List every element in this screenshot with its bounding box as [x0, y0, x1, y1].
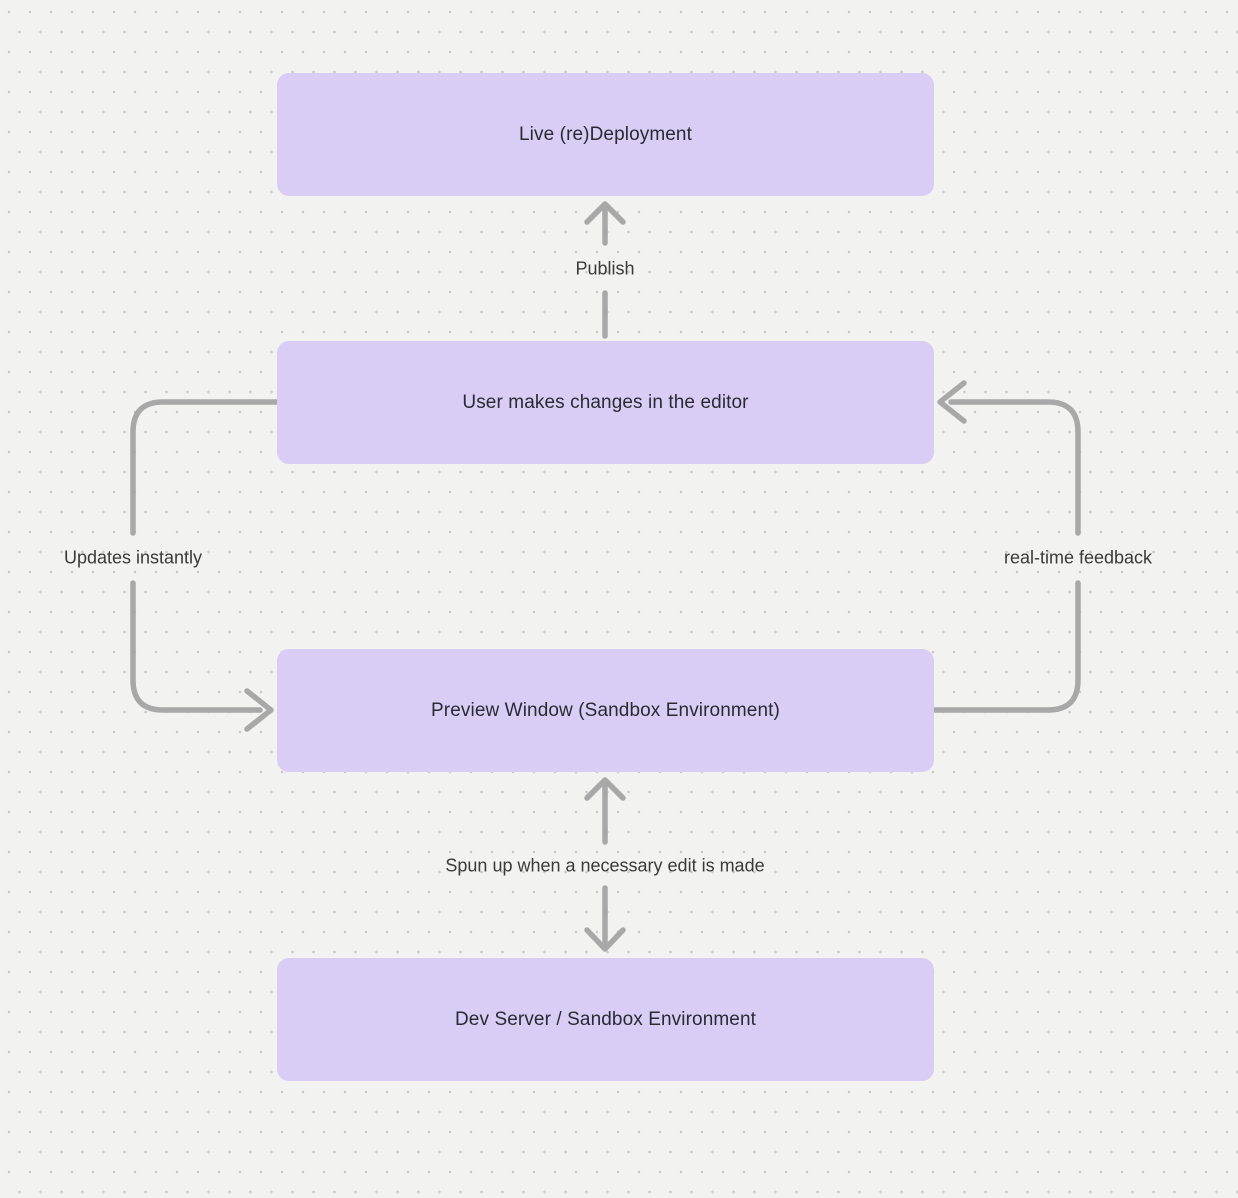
arrow-head-down-icon: [584, 927, 626, 952]
arrow-head-up-icon: [584, 201, 626, 225]
edge-label-publish[interactable]: Publish: [575, 258, 635, 279]
node-label: Dev Server / Sandbox Environment: [454, 1008, 756, 1030]
connector-spun-up[interactable]: [584, 777, 626, 952]
node-preview-window[interactable]: Preview Window (Sandbox Environment): [277, 649, 934, 772]
edge-label-spun-up[interactable]: Spun up when a necessary edit is made: [445, 855, 765, 876]
node-dev-server[interactable]: Dev Server / Sandbox Environment: [277, 958, 934, 1081]
connector-publish-arrow[interactable]: [584, 201, 626, 339]
arrow-head-up-icon: [584, 777, 626, 801]
connector-real-time-feedback[interactable]: [930, 380, 1081, 713]
node-user-changes[interactable]: User makes changes in the editor: [277, 341, 934, 464]
node-live-redeployment[interactable]: Live (re)Deployment: [277, 73, 934, 196]
node-label: User makes changes in the editor: [462, 391, 749, 413]
loop-segment: [130, 399, 281, 536]
loop-segment: [130, 580, 263, 713]
loop-segment: [930, 580, 1081, 713]
arrow-head-right-icon: [244, 688, 274, 732]
node-label: Preview Window (Sandbox Environment): [431, 699, 780, 721]
edge-label-updates-instantly[interactable]: Updates instantly: [63, 547, 203, 568]
edge-label-real-time-feedback[interactable]: real-time feedback: [1003, 547, 1153, 568]
node-label: Live (re)Deployment: [519, 123, 692, 145]
arrow-head-left-icon: [937, 380, 967, 424]
loop-segment: [948, 399, 1081, 536]
connector-updates-instantly[interactable]: [130, 399, 281, 732]
